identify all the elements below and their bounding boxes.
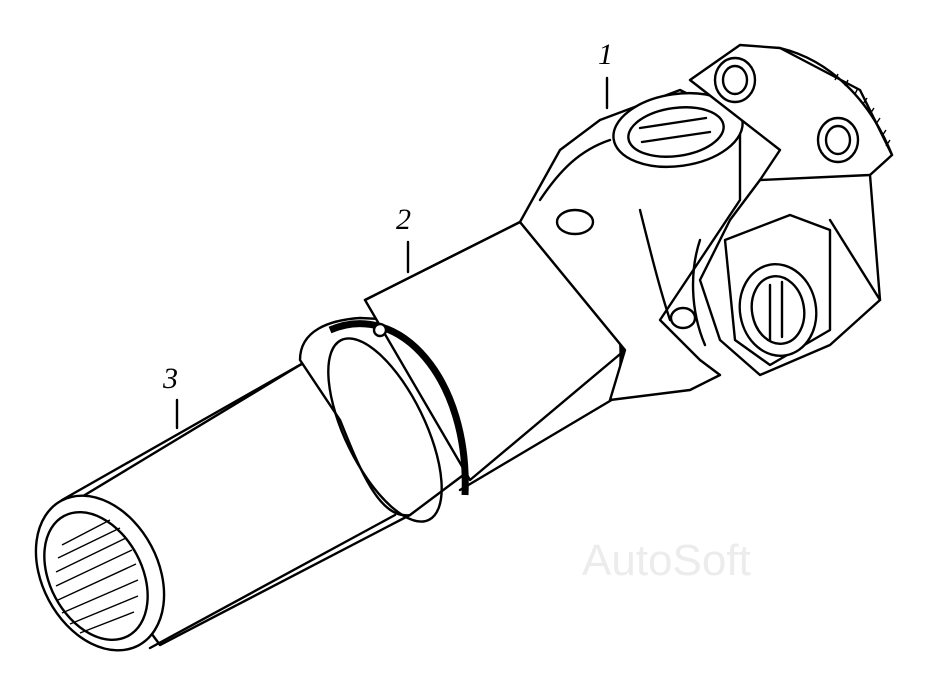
callout-label-3: 3 — [163, 362, 178, 395]
yoke — [518, 88, 744, 402]
watermark: AutoSoft — [582, 536, 751, 585]
callout-label-1: 1 — [598, 38, 613, 71]
universal-joint-housing — [688, 43, 894, 377]
callout-label-2: 2 — [396, 203, 411, 236]
spline-tube — [34, 348, 412, 652]
internal-splines — [55, 519, 139, 634]
tube-shoulder — [298, 316, 472, 523]
